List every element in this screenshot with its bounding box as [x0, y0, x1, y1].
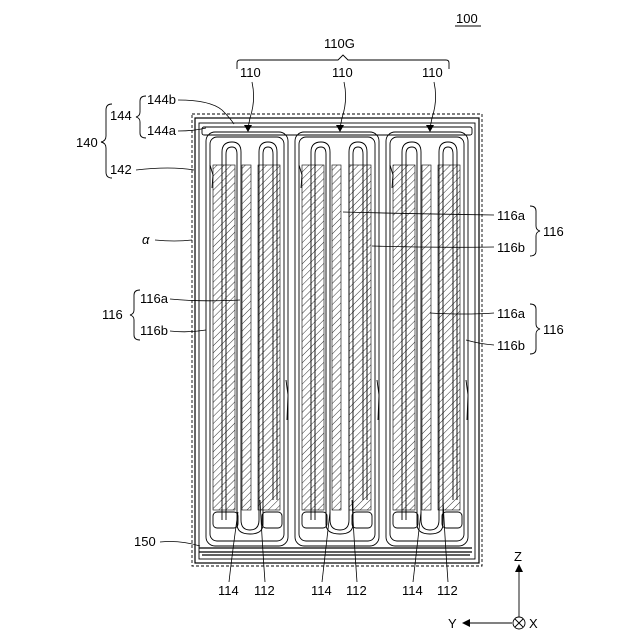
electrode-unit-1 [206, 132, 288, 546]
x-axis-label: X [529, 616, 538, 631]
lid-outer-leader [178, 100, 234, 124]
unit-2-hatch-3 [349, 165, 371, 510]
alpha-leader [155, 240, 192, 241]
unit-arrow-3 [426, 125, 434, 132]
unit-2-bottom-end [302, 512, 327, 528]
lid-brace [136, 96, 146, 138]
electrode-right-brace [530, 304, 540, 354]
sheet [199, 548, 472, 555]
z-axis-arrow [515, 564, 523, 572]
unit-3-bottom-end-2 [442, 512, 462, 528]
unit-label-2: 110 [332, 65, 353, 80]
electrode-right-b-label: 116b [497, 338, 525, 353]
unit-label-3: 110 [422, 65, 443, 80]
unit-1-hatch-1 [213, 165, 235, 510]
case-label: 140 [76, 135, 98, 150]
lid-outer-label: 144b [147, 92, 176, 107]
electrode-left-label: 116 [102, 307, 123, 322]
x-axis-cross [515, 619, 523, 627]
unit-leader-1 [248, 82, 254, 128]
y-axis-arrow [462, 619, 470, 627]
unit-leader-2 [340, 82, 346, 128]
axis-indicator: Z Y X [448, 549, 538, 631]
bottom-label-4: 112 [346, 583, 367, 598]
sheet-label: 150 [134, 534, 156, 549]
bottom-label-6: 112 [437, 583, 458, 598]
unit-arrow-2 [336, 125, 344, 132]
electrode-right-label: 116 [543, 322, 564, 337]
unit-leader-3 [430, 82, 436, 128]
lid-label: 144 [110, 108, 132, 123]
body-label: 142 [110, 162, 132, 177]
electrode-mid-b-label: 116b [497, 240, 525, 255]
group-label: 110G [324, 36, 355, 51]
unit-arrow-1 [244, 125, 252, 132]
lid-inner-label: 144a [147, 123, 177, 138]
unit-3-hatch-2 [422, 165, 431, 510]
electrode-left-b-leader [170, 330, 206, 332]
sheet-leader [160, 542, 200, 547]
unit-3-bottom-end [393, 512, 418, 528]
bottom-label-1: 114 [218, 583, 239, 598]
unit-label-1: 110 [240, 65, 261, 80]
unit-3-hatch-1 [393, 165, 415, 510]
electrode-left-b-label: 116b [140, 323, 168, 338]
electrode-right-a-label: 116a [497, 306, 526, 321]
body-leader [136, 168, 194, 170]
electrode-mid-label: 116 [543, 224, 564, 239]
bottom-label-2: 112 [254, 583, 275, 598]
unit-2-bottom-end-2 [352, 512, 372, 528]
electrode-unit-2 [295, 132, 379, 546]
bottom-label-3: 114 [311, 583, 332, 598]
electrode-mid-a-label: 116a [497, 208, 526, 223]
electrode-right-b-leader [466, 340, 494, 345]
unit-1-bottom-end [213, 512, 238, 528]
electrode-unit-3 [386, 132, 468, 546]
electrode-left-a-label: 116a [140, 291, 169, 306]
unit-2-hatch-2 [332, 165, 341, 510]
z-axis-label: Z [514, 549, 522, 564]
bottom-label-5: 114 [402, 583, 423, 598]
electrode-left-brace [130, 290, 140, 340]
unit-1-hatch-2 [242, 165, 251, 510]
figure-number: 100 [456, 11, 478, 26]
unit-2-hatch-1 [302, 165, 324, 510]
electrode-mid-brace [530, 206, 540, 256]
alpha-label: α [142, 232, 150, 247]
unit-1-bottom-end-2 [262, 512, 282, 528]
y-axis-label: Y [448, 616, 457, 631]
